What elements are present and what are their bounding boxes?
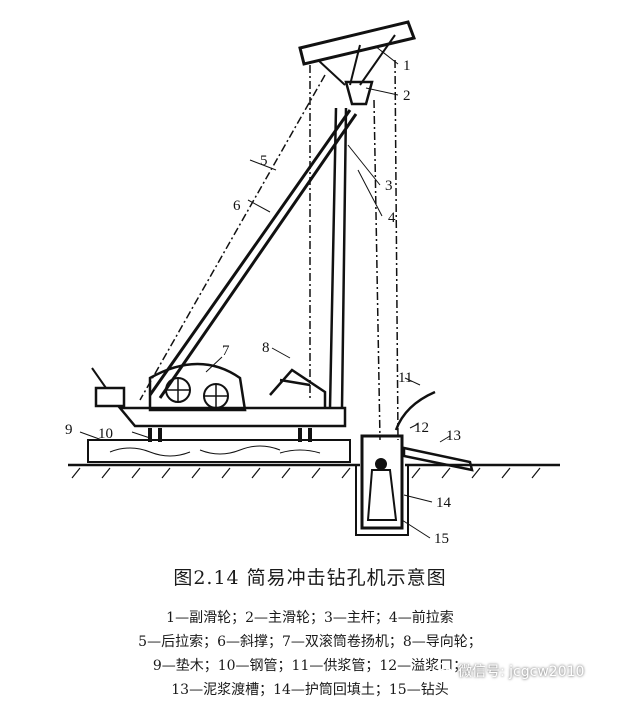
timber-grain: [109, 445, 321, 457]
label-6: 6: [233, 198, 241, 214]
watermark-text: 微信号: jcgcw2010: [458, 664, 585, 680]
winch-body: [148, 362, 247, 412]
label-14: 14: [436, 495, 452, 511]
rig-drawing: [68, 20, 560, 536]
label-9: 9: [65, 422, 73, 438]
ground-hatch: [71, 467, 541, 479]
label-3: 3: [385, 178, 393, 194]
label-13: 13: [446, 428, 461, 444]
label-11: 11: [398, 370, 412, 386]
parts-legend: 1—副滑轮；2—主滑轮；3—主杆；4—前拉索 5—后拉索；6—斜撑；7—双滚筒卷…: [0, 606, 620, 702]
sleeper-timber: [87, 439, 351, 463]
drill-bit: [366, 469, 398, 521]
main-pulley: [344, 80, 374, 106]
hoist-rope-2: [373, 99, 381, 441]
slurry-supply-pipe: [394, 390, 436, 431]
motor-box: [94, 386, 126, 408]
legend-line: 13—泥浆渡槽；14—护筒回填土；15—钻头: [171, 682, 449, 698]
legend-line: 5—后拉索；6—斜撑；7—双滚筒卷扬机；8—导向轮；: [138, 634, 482, 650]
front-guy-rope: [394, 59, 399, 441]
back-guy-rope: [139, 74, 326, 401]
label-8: 8: [262, 340, 270, 356]
label-4: 4: [388, 210, 396, 226]
wechat-icon: [432, 662, 453, 679]
drum-cross: [166, 378, 228, 408]
guide-wheel-bracket: [269, 368, 327, 408]
drilling-rig-diagram: 1 2 3 4 5 6 7 8 9 10 11 12 13 14 15: [65, 20, 560, 547]
leader-lines: [79, 45, 451, 539]
label-7: 7: [222, 343, 230, 359]
inclined-brace: [148, 109, 358, 399]
label-5: 5: [260, 153, 268, 169]
legend-line: 9—垫木；10—钢管；11—供浆管；12—溢浆口；: [152, 658, 468, 674]
label-1: 1: [403, 58, 411, 74]
legend-line: 1—副滑轮；2—主滑轮；3—主杆；4—前拉索: [166, 610, 454, 626]
label-10: 10: [98, 426, 113, 442]
crown-legs: [317, 34, 396, 86]
main-mast: [328, 107, 348, 409]
motor-lever: [91, 367, 107, 389]
protective-casing: [360, 434, 404, 530]
crown-block: [298, 20, 417, 66]
wechat-watermark: 微信号: jcgcw2010: [432, 656, 620, 686]
drill-bit-head: [375, 458, 387, 470]
base-frame: [117, 406, 347, 428]
figure-caption: 图2.14 简易冲击钻孔机示意图: [173, 567, 447, 589]
label-12: 12: [414, 420, 429, 436]
slurry-trough: [402, 446, 474, 472]
steel-pipes: [148, 428, 312, 442]
label-15: 15: [434, 531, 449, 547]
label-2: 2: [403, 88, 411, 104]
part-labels: 1 2 3 4 5 6 7 8 9 10 11 12 13 14 15: [65, 58, 461, 547]
hole-wall: [355, 465, 409, 536]
